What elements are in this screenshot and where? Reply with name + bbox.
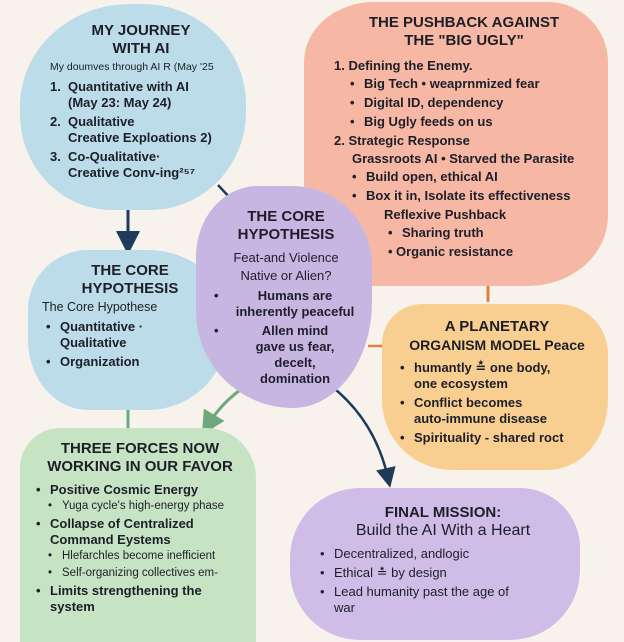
planetary-item-2-line1: Conflict becomes (414, 395, 523, 410)
journey-item-1-line2: (May 23: May 24) (68, 95, 172, 110)
pushback-section3-title: Reflexive Pushback (384, 207, 507, 222)
journey-item-2-line2: Creative Exploations 2) (68, 130, 212, 145)
journey-item-2-number: 2. (50, 114, 61, 129)
journey-item-3: 3. Co-Qualitative· Creative Conv-ing²⁵⁷ (50, 149, 232, 181)
final-mission-title-line2: Build the AI With a Heart (355, 522, 531, 539)
three-forces-item-3-line1: Limits strengthening the (50, 583, 202, 598)
core-left-item-1: Quantitative · Qualitative (42, 319, 218, 351)
final-mission-item-3-line2: war (334, 600, 355, 615)
planetary-item-2-line2: auto-immune disease (414, 411, 547, 426)
three-forces-item-1: Positive Cosmic Energy (32, 482, 248, 498)
core-left-item-1-line2: Qualitative (60, 335, 127, 350)
planetary-bubble: A PLANETARY ORGANISM MODEL Peace humantl… (382, 304, 608, 470)
three-forces-title-line1: THREE FORCES NOW (60, 440, 220, 457)
core-left-item-2: Organization (42, 354, 218, 370)
final-mission-item-1: Decentralized, andlogic (316, 546, 570, 562)
core-left-title-line2: HYPOTHESIS (81, 280, 179, 297)
journey-bubble: MY JOURNEY WITH AI My doumves through AI… (20, 4, 246, 210)
core-center-question-line2: Native or Alien? (240, 268, 332, 283)
pushback-s1-item-1: Big Tech • weaprnmized fear (346, 76, 594, 92)
journey-subtitle: My doumves through AI R (May '25 (50, 61, 214, 73)
planetary-item-1: humantly ≛ one body, one ecosystem (396, 360, 598, 392)
core-left-bubble: THE CORE HYPOTHESIS The Core Hypothese Q… (28, 250, 228, 410)
core-left-subtitle: The Core Hypothese (42, 300, 158, 314)
journey-item-1-number: 1. (50, 79, 61, 94)
three-forces-item-3-line2: system (50, 599, 95, 614)
journey-item-3-line2: Creative Conv-ing²⁵⁷ (68, 165, 196, 180)
core-center-item-2: Allen mind gave us fear, decelt, dominat… (210, 323, 362, 387)
three-forces-item-2: Collapse of Centralized Command Eystems (32, 516, 248, 548)
three-forces-item-2-sub-2: Self-organizing collectives em- (44, 566, 248, 580)
core-center-item-1-line2: inherently peaceful (235, 304, 355, 319)
planetary-item-2: Conflict becomes auto-immune disease (396, 395, 598, 427)
planetary-item-1-line1: humantly ≛ one body, (414, 360, 551, 375)
journey-item-3-number: 3. (50, 149, 61, 164)
pushback-title-line1: THE PUSHBACK AGAINST (368, 14, 560, 31)
pushback-s2-item-1: Build open, ethical AI (348, 169, 594, 185)
arrow-center-to-forces (201, 388, 241, 436)
journey-title-line2: WITH AI (112, 40, 170, 57)
final-mission-item-3: Lead humanity past the age of war (316, 584, 570, 616)
pushback-title-line2: THE "BIG UGLY" (404, 32, 524, 49)
final-mission-bubble: FINAL MISSION: Build the AI With a Heart… (290, 488, 580, 640)
pushback-s1-item-3: Big Ugly feeds on us (346, 114, 594, 130)
pushback-section1-title: 1. Defining the Enemy. (334, 58, 473, 73)
final-mission-title-line1: FINAL MISSION: (384, 504, 502, 521)
journey-title-line1: MY JOURNEY (91, 22, 191, 39)
arrow-center-to-final (329, 384, 396, 488)
planetary-item-3: Spirituality - shared roct (396, 430, 598, 446)
core-center-item-2-line3: decelt, (274, 355, 316, 370)
three-forces-item-2-line2: Command Eystems (50, 532, 171, 547)
planetary-title-line2: ORGANISM MODEL Peace (409, 337, 585, 353)
core-center-item-2-line2: gave us fear, (255, 339, 335, 354)
core-center-title-line2: HYPOTHESIS (237, 226, 335, 243)
three-forces-item-2-line1: Collapse of Centralized (50, 516, 194, 531)
pushback-section2-title: 2. Strategic Response (334, 133, 470, 148)
pushback-s1-item-2: Digital ID, dependency (346, 95, 594, 111)
journey-item-1: 1. Quantitative with AI (May 23: May 24) (50, 79, 232, 111)
journey-item-3-line1: Co-Qualitative· (68, 149, 161, 164)
three-forces-bubble: THREE FORCES NOW WORKING IN OUR FAVOR Po… (20, 428, 256, 642)
journey-item-1-line1: Quantitative with AI (68, 79, 189, 94)
planetary-item-1-line2: one ecosystem (414, 376, 508, 391)
journey-item-2-line1: Qualitative (68, 114, 135, 129)
core-center-question-line1: Feat-and Violence (233, 250, 339, 265)
core-center-title-line1: THE CORE (247, 208, 325, 225)
pushback-s3-item-2: Organic resistance (384, 244, 594, 260)
pushback-s2-item-2: Box it in, Isolate its effectiveness (348, 188, 594, 204)
core-left-title-line1: THE CORE (91, 262, 169, 279)
pushback-s3-item-1: Sharing truth (384, 225, 594, 241)
core-center-item-2-line1: Allen mind (261, 323, 329, 338)
final-mission-item-2: Ethical ≛ by design (316, 565, 570, 581)
core-center-item-1: Humans are inherently peaceful (210, 288, 362, 320)
planetary-title-line1: A PLANETARY (444, 318, 550, 335)
three-forces-item-1-sub: Yuga cycle's high-energy phase (44, 499, 248, 513)
final-mission-item-3-line1: Lead humanity past the age of (334, 584, 509, 599)
core-left-item-1-line1: Quantitative · (60, 319, 144, 334)
core-center-bubble: THE CORE HYPOTHESIS Feat-and Violence Na… (196, 186, 372, 408)
three-forces-item-2-sub-1: Hlefarchles become inefficient (44, 549, 248, 563)
core-center-item-1-line1: Humans are (257, 288, 333, 303)
core-center-item-2-line4: domination (259, 371, 331, 386)
three-forces-title-line2: WORKING IN OUR FAVOR (47, 458, 233, 475)
three-forces-item-3: Limits strengthening the system (32, 583, 248, 615)
pushback-section2-subtitle: Grassroots AI • Starved the Parasite (352, 151, 575, 166)
journey-item-2: 2. Qualitative Creative Exploations 2) (50, 114, 232, 146)
